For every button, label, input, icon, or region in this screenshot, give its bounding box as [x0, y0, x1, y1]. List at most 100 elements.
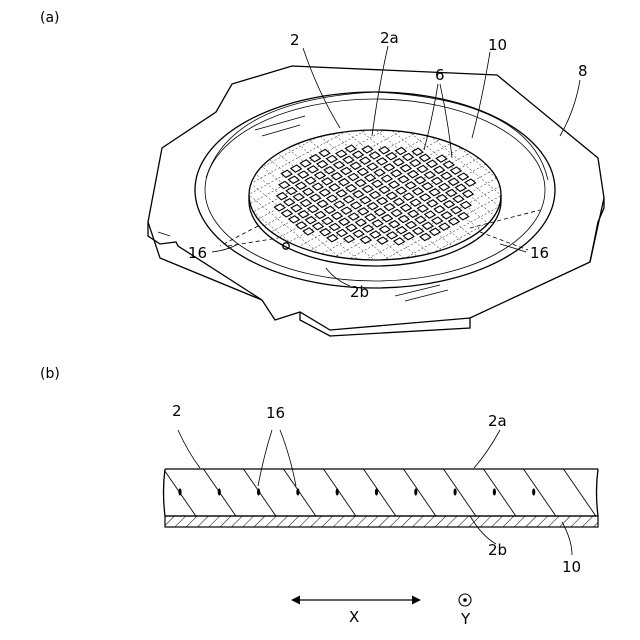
device-chip [296, 222, 307, 229]
device-chip [405, 182, 416, 189]
device-chip [415, 216, 426, 223]
device-chip [329, 184, 340, 191]
device-chip [382, 175, 393, 182]
device-chip [458, 173, 469, 180]
device-chip [391, 170, 402, 177]
device-chip [361, 236, 372, 243]
device-chip [310, 194, 321, 201]
device-chip [289, 176, 300, 183]
device-chip [355, 179, 366, 186]
device-chip [341, 167, 352, 174]
device-chip [451, 207, 462, 214]
device-chip [403, 153, 414, 160]
device-chip [422, 222, 433, 229]
modified-layer-dot [414, 488, 417, 495]
device-chip [403, 233, 414, 240]
device-chip [422, 183, 433, 190]
device-chip [439, 223, 450, 230]
device-chip [413, 188, 424, 195]
device-chip [441, 172, 452, 179]
device-chip [334, 201, 345, 208]
label-modified-layer-right: 16 [530, 244, 549, 262]
device-chip [394, 198, 405, 205]
device-chip [317, 200, 328, 207]
label-back-surface: 2b [350, 283, 369, 301]
device-chip [298, 171, 309, 178]
device-chip [310, 155, 321, 162]
device-chip [327, 195, 338, 202]
device-chip [336, 190, 347, 197]
device-chip [334, 161, 345, 168]
device-chip [303, 188, 314, 195]
device-chip [370, 191, 381, 198]
device-chip [317, 161, 328, 168]
device-chip [303, 228, 314, 235]
device-chip [451, 167, 462, 174]
device-chip [350, 162, 361, 169]
device-chip [458, 213, 469, 220]
device-chip [289, 216, 300, 223]
device-chip [306, 217, 317, 224]
device-chip [432, 217, 443, 224]
device-chip [463, 190, 474, 197]
device-chip [344, 196, 355, 203]
device-chip [322, 217, 333, 224]
modified-layer-dot [296, 488, 299, 495]
device-chip [420, 154, 431, 161]
device-chip [406, 221, 417, 228]
device-chip [374, 169, 385, 176]
device-chip [320, 189, 331, 196]
device-chip [396, 187, 407, 194]
device-chip [386, 153, 397, 160]
device-chip [394, 238, 405, 245]
device-chip [353, 151, 364, 158]
label-tape: 10 [488, 36, 507, 54]
device-chip [313, 223, 324, 230]
device-chip [348, 213, 359, 220]
device-chip [399, 215, 410, 222]
modified-layer-dot [375, 488, 378, 495]
device-chip [420, 194, 431, 201]
device-chip [362, 146, 373, 153]
device-chip [425, 211, 436, 218]
device-chip [427, 160, 438, 167]
device-chip [412, 148, 423, 155]
device-chip [363, 225, 374, 232]
label-wafer: 2 [290, 31, 300, 49]
device-chip [443, 161, 454, 168]
device-chip [277, 193, 288, 200]
device-chip [363, 185, 374, 192]
device-chip [370, 231, 381, 238]
axis-indicator: X Y [292, 594, 471, 628]
device-chip [298, 211, 309, 218]
modified-layer-dot [336, 488, 339, 495]
device-chip [437, 195, 448, 202]
device-chip [465, 179, 476, 186]
device-chip [308, 166, 319, 173]
device-chip [396, 227, 407, 234]
device-chip [430, 228, 441, 235]
device-chip [408, 171, 419, 178]
label-modified-layer-left: 16 [188, 244, 207, 262]
figure-a: (a) [40, 2, 640, 388]
device-chip [434, 206, 445, 213]
device-chip [429, 189, 440, 196]
device-chip [358, 208, 369, 215]
modified-layer-indicator [220, 226, 258, 246]
modified-layer-dot [493, 488, 496, 495]
device-chip [456, 184, 467, 191]
device-chip [332, 212, 343, 219]
device-chip [413, 227, 424, 234]
device-chip [301, 199, 312, 206]
device-chip [293, 193, 304, 200]
device-chip [403, 193, 414, 200]
device-chip [324, 167, 335, 174]
device-chip [282, 210, 293, 217]
label-wafer-b: 2 [172, 402, 182, 420]
y-axis-label: Y [460, 610, 471, 628]
device-chip [346, 185, 357, 192]
device-chip [396, 147, 407, 154]
device-chip [344, 235, 355, 242]
figure-b: (b) 2 16 2a 2b 10 X Y [40, 366, 598, 628]
